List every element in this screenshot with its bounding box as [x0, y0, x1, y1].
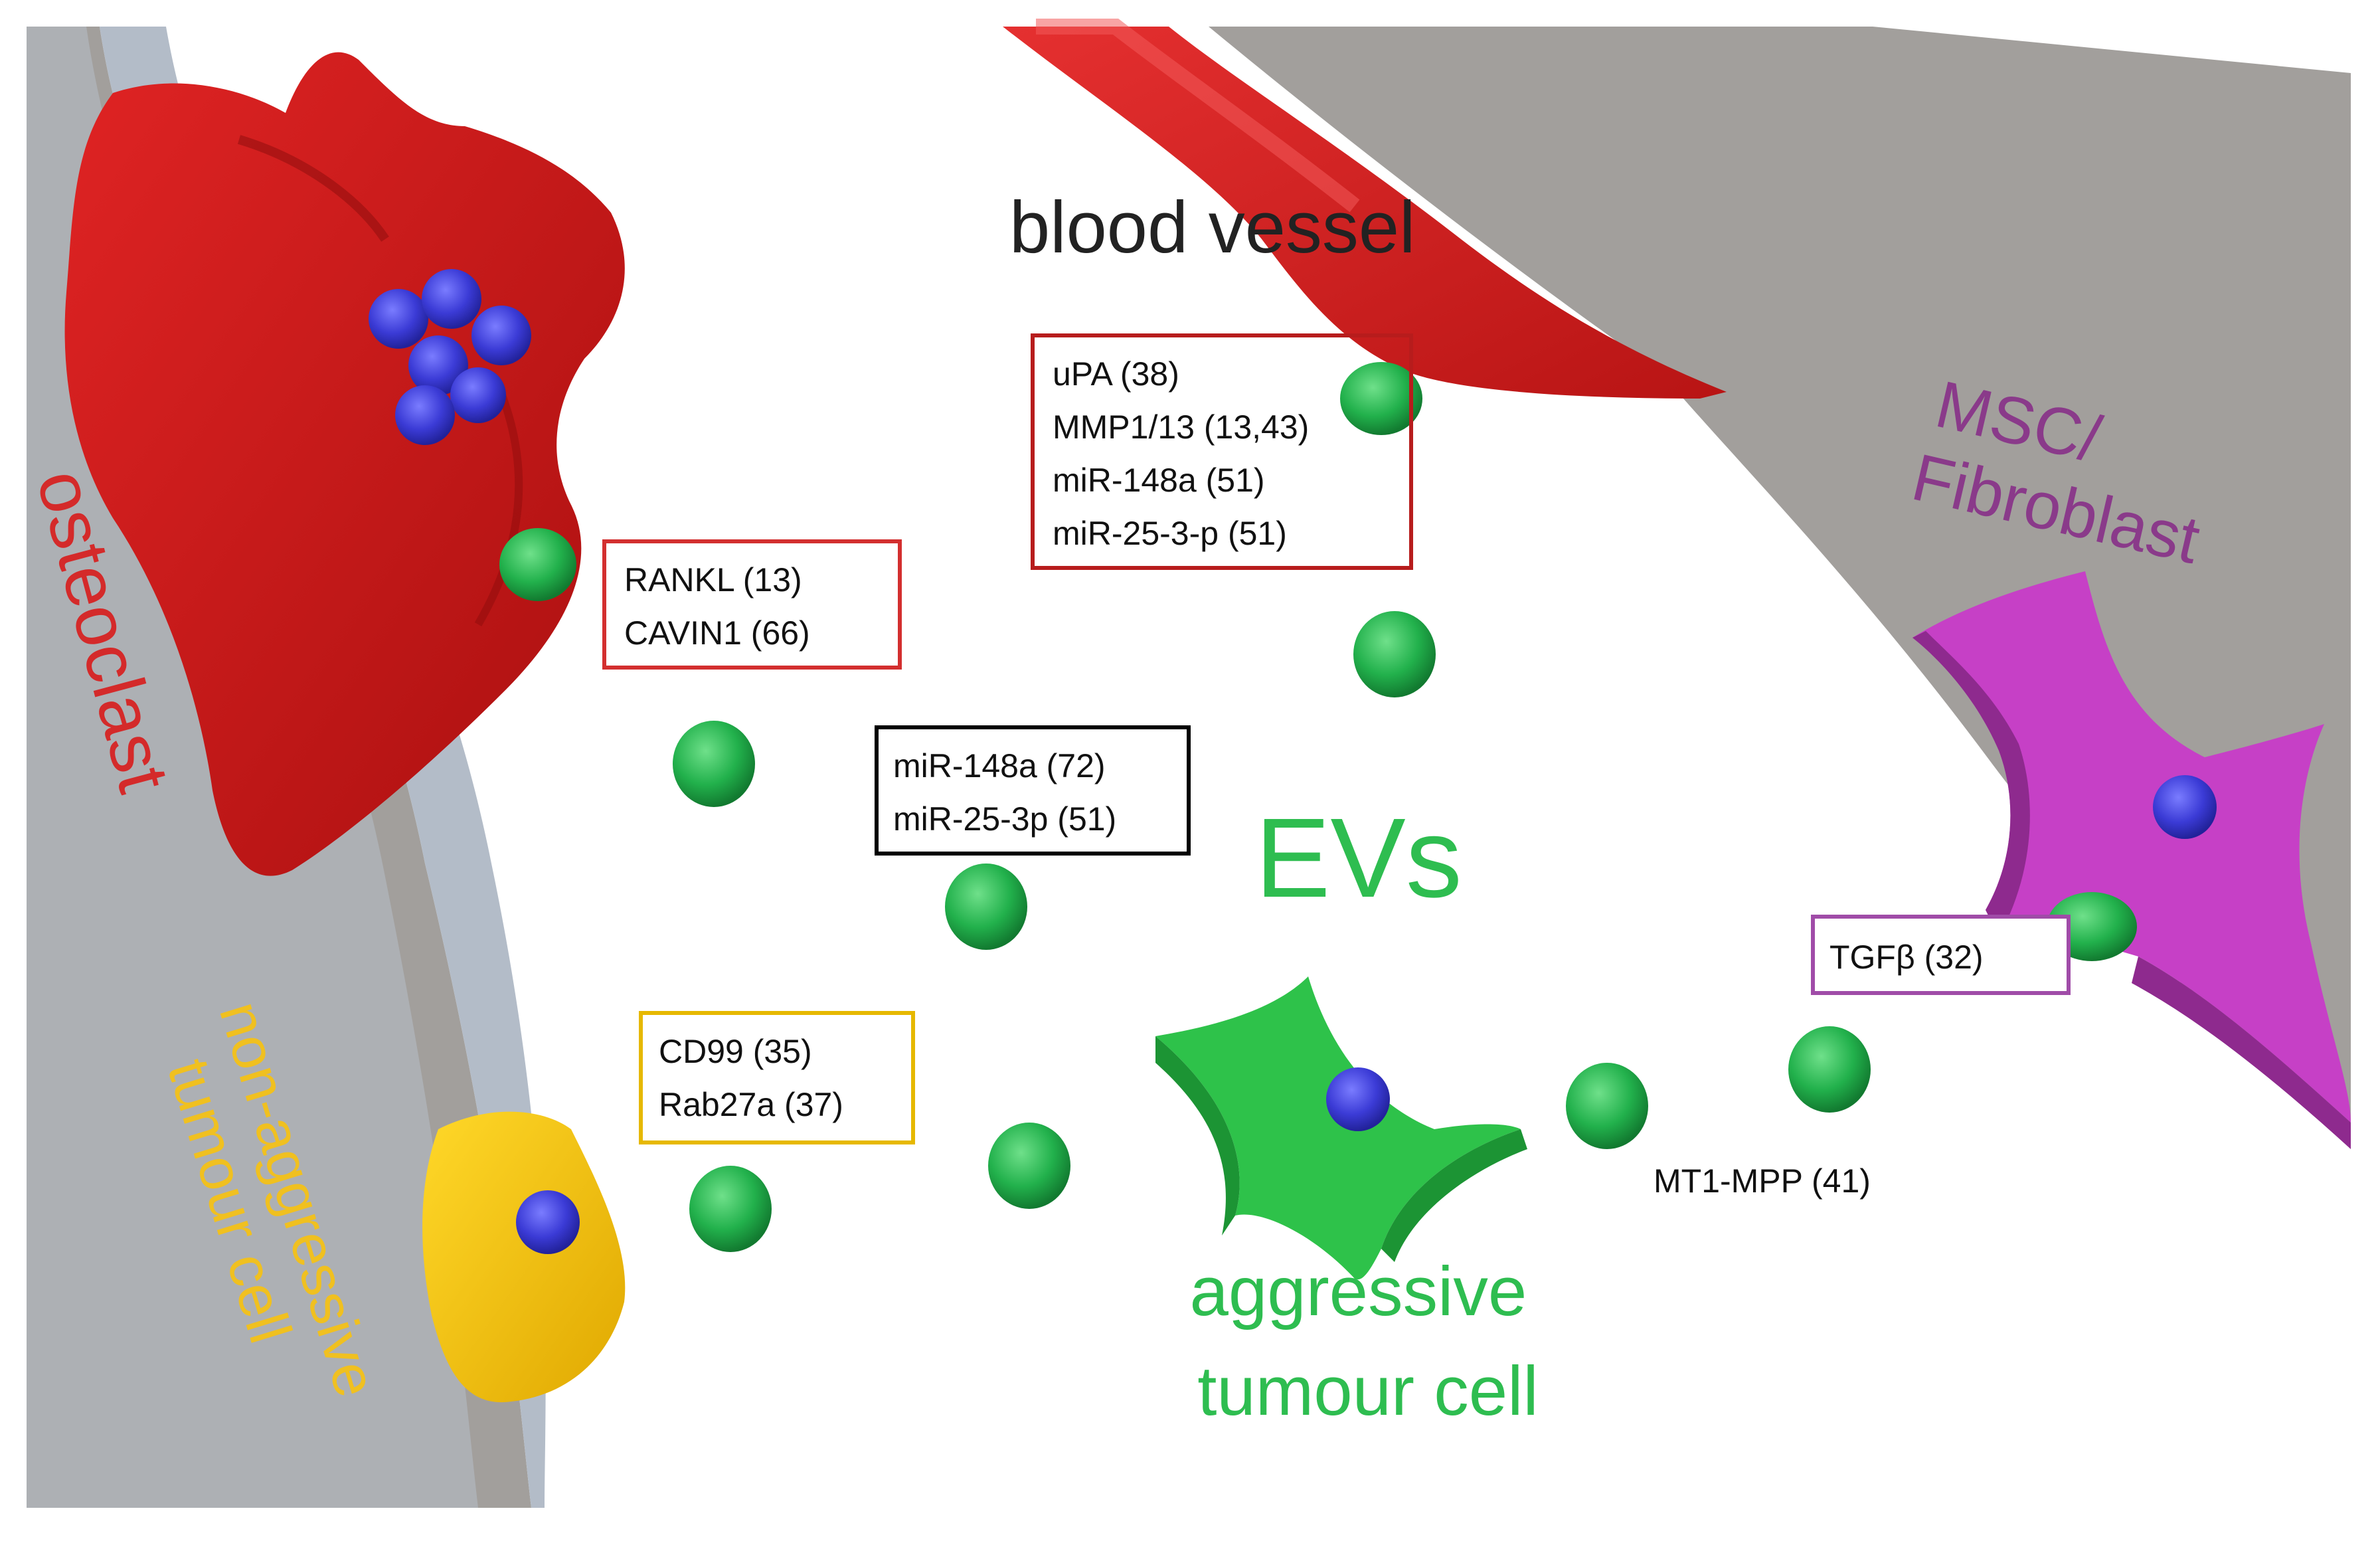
svg-text:TGFβ (32): TGFβ (32)	[1829, 939, 1984, 976]
ev-vesicle	[689, 1166, 772, 1252]
box-blood-vessel-line: uPA (38)	[1053, 355, 1179, 393]
label-evs: EVs	[1255, 795, 1462, 921]
svg-text:RANKL (13) CAVIN1 (66): RANKL (13) CAVIN1 (66)	[624, 561, 811, 652]
ev-vesicle	[499, 528, 576, 601]
svg-text:uPA (38) MMP1/13 (13,43): uPA (38) MMP1/13 (13,43) miR-148a (51) m…	[1053, 355, 1318, 552]
label-aggressive-line1: aggressive	[1190, 1253, 1527, 1330]
label-blood-vessel: blood vessel	[1009, 187, 1416, 268]
extracellular-vesicles	[499, 362, 2137, 1252]
non-aggressive-tumour-cell	[422, 1111, 626, 1403]
label-aggressive: aggressive tumour cell	[1190, 1253, 1547, 1430]
box-blood-vessel-line: miR-25-3-p (51)	[1053, 515, 1287, 552]
box-osteoclast-line: RANKL (13)	[624, 561, 802, 598]
osteoclast-nuclei	[369, 269, 531, 445]
ev-vesicle	[1353, 611, 1436, 697]
label-aggressive-line2: tumour cell	[1197, 1352, 1539, 1430]
box-msc: TGFβ (32)	[1811, 915, 2071, 995]
box-blood-vessel-line: MMP1/13 (13,43)	[1053, 409, 1309, 446]
svg-text:CD99 (35) Rab27a (37): CD99 (35) Rab27a (37)	[659, 1033, 843, 1123]
osteoclast-cell	[64, 52, 625, 876]
box-osteoclast: RANKL (13) CAVIN1 (66)	[602, 539, 902, 670]
msc-fibroblast-cell	[1912, 571, 2351, 1123]
msc-nucleus	[2153, 775, 2217, 839]
box-blood-vessel-line: miR-148a (51)	[1053, 462, 1265, 499]
box-blood-vessel: uPA (38) MMP1/13 (13,43) miR-148a (51) m…	[1031, 333, 1413, 570]
ev-vesicle	[1340, 362, 1422, 435]
label-mt1-mpp: MT1-MPP (41)	[1654, 1162, 1871, 1200]
box-msc-line: TGFβ (32)	[1829, 939, 1984, 976]
white-wedge	[1873, 27, 2351, 73]
box-aggressive-center-line: miR-25-3p (51)	[893, 800, 1116, 838]
ev-vesicle	[1788, 1026, 1871, 1113]
ev-vesicle	[988, 1123, 1070, 1209]
ev-vesicle	[1566, 1063, 1648, 1149]
box-non-aggressive-line: CD99 (35)	[659, 1033, 812, 1070]
ev-vesicle	[945, 864, 1027, 950]
box-non-aggressive-line: Rab27a (37)	[659, 1086, 843, 1123]
svg-text:miR-148a (72) miR-25-3p: miR-148a (72) miR-25-3p (51)	[893, 747, 1116, 838]
blood-vessel	[1003, 27, 1727, 399]
box-aggressive-center: miR-148a (72) miR-25-3p (51)	[875, 725, 1191, 856]
non-aggressive-nucleus	[516, 1190, 580, 1254]
aggressive-nucleus	[1326, 1067, 1390, 1131]
box-non-aggressive: CD99 (35) Rab27a (37)	[639, 1011, 915, 1144]
ev-vesicle	[673, 721, 755, 807]
box-osteoclast-line: CAVIN1 (66)	[624, 614, 810, 652]
aggressive-tumour-cell	[1155, 976, 1521, 1280]
box-aggressive-center-line: miR-148a (72)	[893, 747, 1106, 784]
